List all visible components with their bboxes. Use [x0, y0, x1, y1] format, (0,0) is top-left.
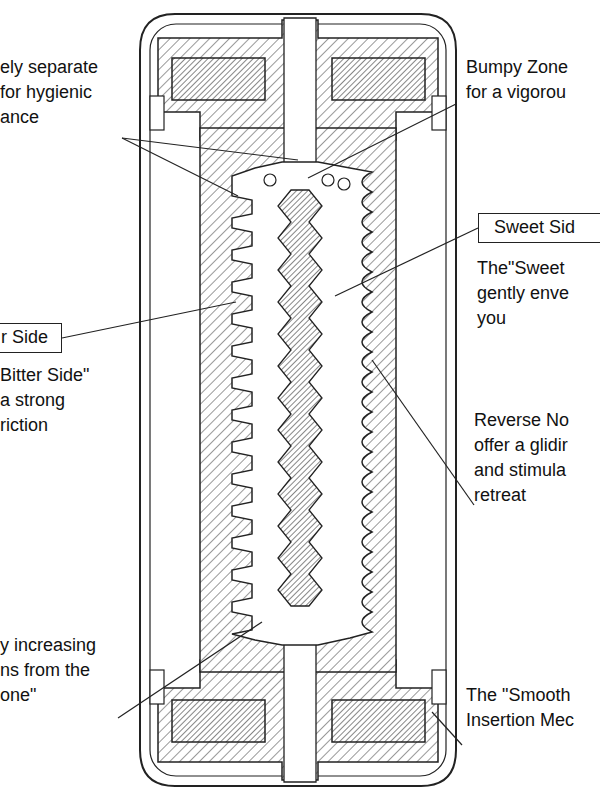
inner-sleeve	[200, 128, 396, 672]
callout-box: Sweet Sid	[478, 213, 600, 243]
callout-text: y increasing ns from the one"	[0, 633, 100, 708]
bumpy-zone-bump	[264, 174, 276, 186]
callout-text: Reverse No offer a glidir and stimula re…	[474, 408, 573, 508]
leader-line	[308, 104, 456, 178]
reverse-nodules	[278, 190, 322, 606]
leader-line	[372, 360, 474, 505]
cap-ring	[172, 58, 265, 100]
box-text: Sweet Sid	[494, 214, 600, 241]
callout-text: Bitter Side" a strong riction	[0, 363, 93, 438]
bumpy-zone-bump	[338, 178, 350, 190]
bumpy-zone-bump	[322, 174, 334, 186]
cap-clip	[150, 670, 164, 704]
cap-ring	[332, 700, 425, 742]
cap-clip	[150, 96, 164, 130]
inner-canal	[232, 162, 372, 645]
callout-text: The"Sweet gently enve you	[477, 256, 573, 331]
outer-casing	[140, 14, 456, 786]
cap-clip	[432, 670, 446, 704]
callout-text: Bumpy Zone for a vigorou	[466, 55, 572, 105]
cap-ring	[332, 58, 425, 100]
leader-line	[122, 138, 238, 196]
leader-line	[118, 622, 262, 718]
callout-text: ely separate for hygienic ance	[0, 55, 102, 130]
leader-line	[335, 228, 478, 296]
leader-line	[432, 712, 462, 745]
leader-line	[62, 302, 236, 338]
box-text: r Side	[1, 324, 61, 351]
top-opening	[284, 18, 316, 165]
bottom-opening	[284, 640, 316, 782]
callout-box: r Side	[0, 323, 62, 353]
canal-cavity	[232, 162, 372, 645]
leader-line	[122, 138, 298, 160]
cap-ring	[172, 700, 265, 742]
callout-text: The "Smooth Insertion Mec	[466, 683, 578, 733]
